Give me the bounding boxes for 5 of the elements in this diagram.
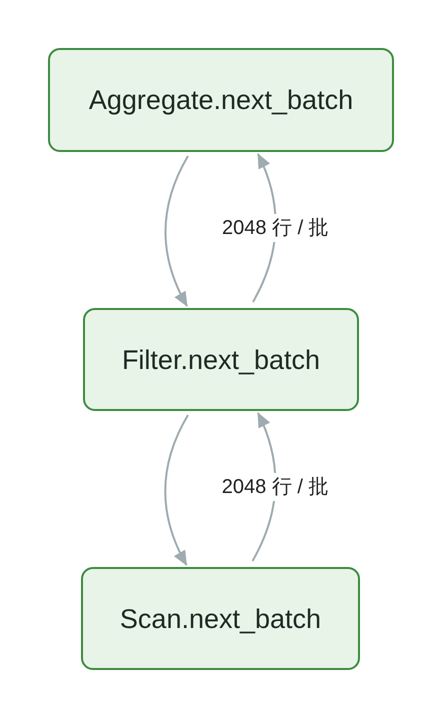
- process-box: Aggregate.next_batch: [48, 48, 394, 152]
- process-box: Filter.next_batch: [83, 308, 359, 411]
- arrow: [164, 414, 189, 566]
- arrow: [164, 156, 189, 307]
- process-box: Scan.next_batch: [81, 567, 360, 670]
